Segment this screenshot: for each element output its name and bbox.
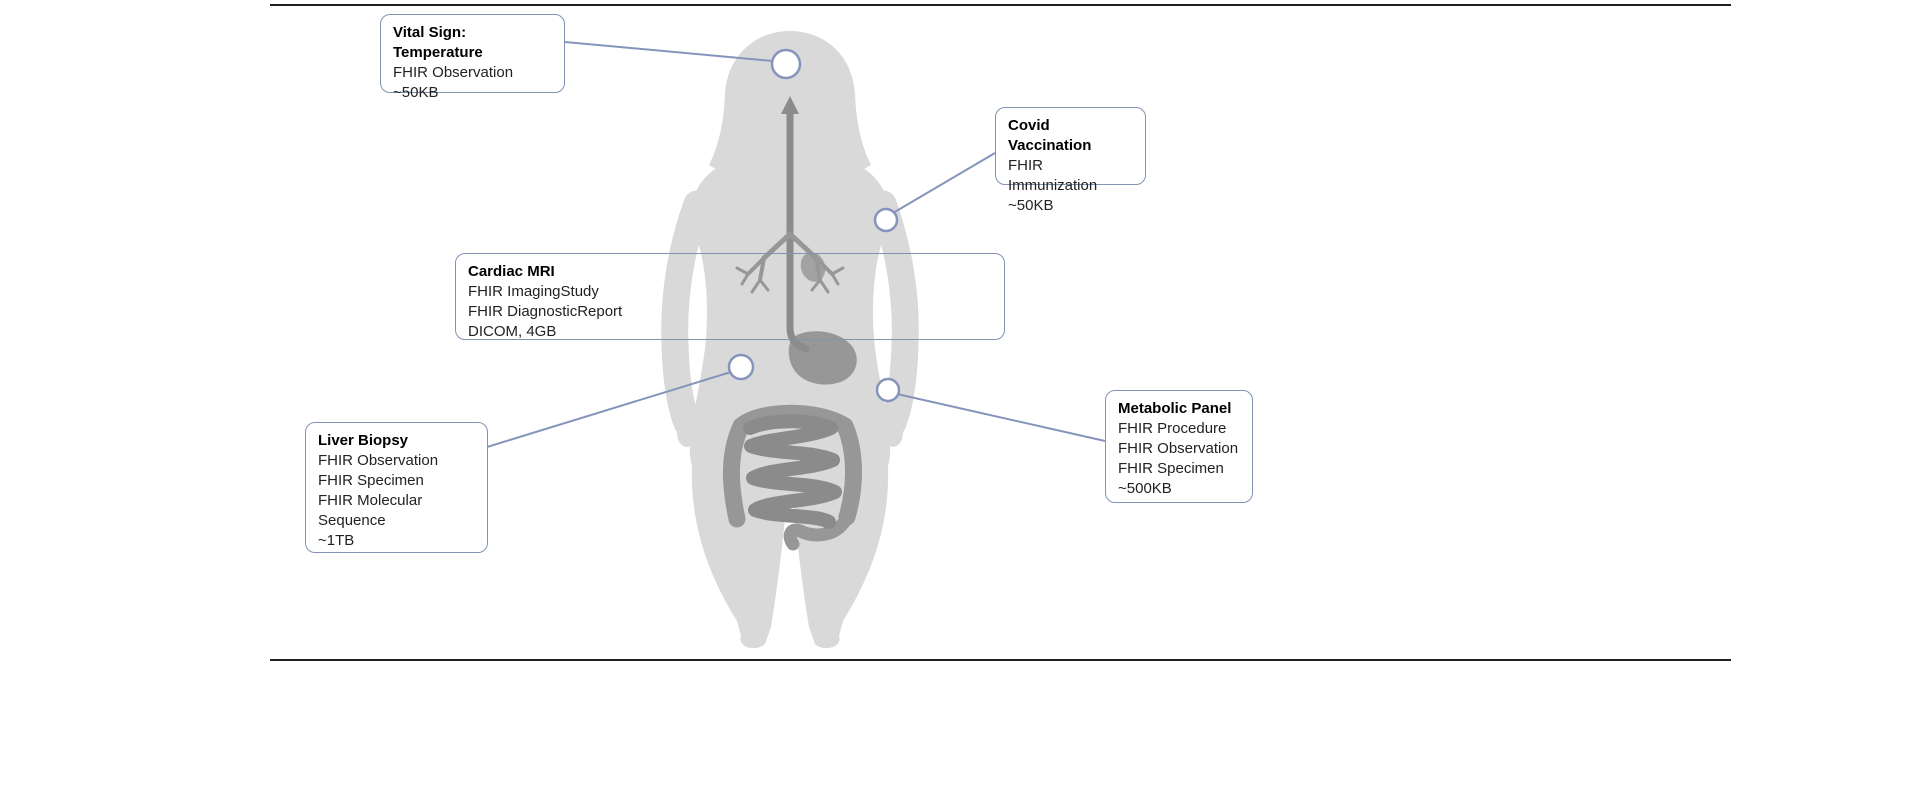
callout-title: Vital Sign: Temperature — [393, 24, 483, 61]
left-arm-shape — [661, 190, 711, 437]
connector-metabolic-panel — [896, 393, 1106, 442]
callout-title: Liver Biopsy — [318, 432, 409, 449]
callout-line: FHIR Procedure — [1118, 420, 1227, 437]
callout-line: FHIR Observation — [393, 64, 514, 81]
callout-cardiac-mri: Cardiac MRI FHIR ImagingStudy FHIR Diagn… — [455, 253, 1005, 340]
right-hand-shape — [883, 419, 903, 447]
callout-covid-vaccination: Covid Vaccination FHIR Immunization ~50K… — [995, 107, 1146, 214]
callout-line: FHIR Observation — [318, 452, 439, 469]
callout-line: FHIR Molecular Sequence — [318, 492, 423, 529]
annotation-circle-metabolic-panel — [875, 377, 901, 403]
internal-organs — [722, 96, 862, 551]
esophagus-shape — [786, 108, 810, 353]
connector-liver-biopsy — [486, 371, 732, 448]
annotation-circle-temperature — [770, 48, 802, 80]
callout-metabolic-panel: Metabolic Panel FHIR Procedure FHIR Obse… — [1105, 390, 1253, 503]
stomach-shape — [788, 331, 857, 385]
esophagus-arrow-icon — [781, 96, 799, 114]
annotation-circle-covid-vaccination — [873, 207, 899, 233]
callout-line: ~1TB — [318, 532, 355, 549]
left-hand-shape — [677, 419, 697, 447]
callout-line: DICOM, 4GB — [468, 323, 557, 340]
callout-title: Metabolic Panel — [1118, 400, 1232, 417]
callout-title: Cardiac MRI — [468, 263, 555, 280]
right-arm-shape — [869, 190, 919, 437]
callout-line: FHIR ImagingStudy — [468, 283, 599, 300]
callout-line: ~50KB — [1008, 197, 1054, 214]
callout-line: FHIR Immunization — [1008, 157, 1098, 194]
callout-vital-sign-temperature: Vital Sign: Temperature FHIR Observation… — [380, 14, 565, 101]
connector-temperature — [564, 41, 774, 62]
callout-line: FHIR Specimen — [318, 472, 424, 489]
callout-line: FHIR Specimen — [1118, 460, 1224, 477]
small-intestine-shape — [743, 414, 842, 529]
callout-title: Covid Vaccination — [1008, 117, 1092, 154]
annotation-circle-liver-biopsy — [727, 353, 755, 381]
callout-line: FHIR Observation — [1118, 440, 1239, 457]
callout-line: ~500KB — [1118, 480, 1172, 497]
callout-line: FHIR DiagnosticReport — [468, 303, 623, 320]
callout-line: ~50KB — [393, 84, 439, 101]
colon-shape — [722, 404, 862, 528]
callout-liver-biopsy: Liver Biopsy FHIR Observation FHIR Speci… — [305, 422, 488, 553]
connector-covid-vaccination — [892, 152, 996, 214]
bronchial-tree-shape — [735, 231, 845, 294]
sigmoid-colon-shape — [783, 510, 854, 551]
